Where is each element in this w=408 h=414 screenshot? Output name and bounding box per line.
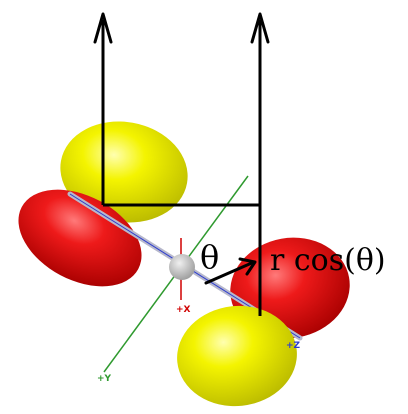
up-arrow-icon <box>250 12 270 44</box>
nucleus <box>169 254 195 280</box>
red-lobe-left <box>18 189 142 287</box>
r-cos-theta-label: r cos(θ) <box>270 243 386 278</box>
yellow-lobe-upper <box>60 121 188 223</box>
up-arrow-icon <box>93 12 113 44</box>
z-axis-label: +Z <box>286 341 301 351</box>
x-axis-label: +X <box>176 305 191 315</box>
y-axis-label: +Y <box>97 374 112 384</box>
diagonal-arrow-icon <box>204 257 257 285</box>
theta-label: θ <box>200 238 219 276</box>
yellow-lobe-lower <box>177 305 297 407</box>
